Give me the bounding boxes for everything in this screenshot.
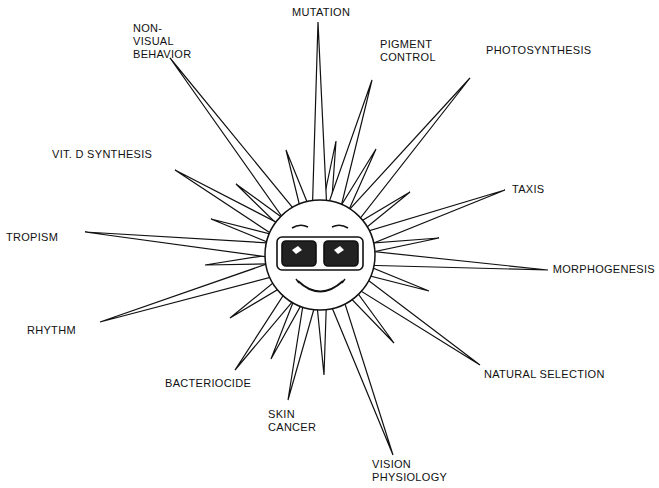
ray-label: PIGMENT CONTROL	[380, 38, 436, 64]
ray-label: VISION PHYSIOLOGY	[372, 458, 447, 484]
ray-label: VIT. D SYNTHESIS	[52, 148, 152, 161]
ray-label: NATURAL SELECTION	[484, 368, 605, 381]
ray-label: SKIN CANCER	[268, 408, 316, 434]
ray-label: PHOTOSYNTHESIS	[486, 44, 591, 57]
ray-label: NON-VISUAL BEHAVIOR	[133, 22, 191, 61]
ray-label: MORPHOGENESIS	[553, 263, 655, 276]
ray-label: TROPISM	[6, 231, 58, 244]
ray-label: BACTERIOCIDE	[165, 377, 251, 390]
ray-label: TAXIS	[512, 183, 544, 196]
ray-label: RHYTHM	[27, 324, 76, 337]
ray-label: MUTATION	[292, 6, 350, 19]
